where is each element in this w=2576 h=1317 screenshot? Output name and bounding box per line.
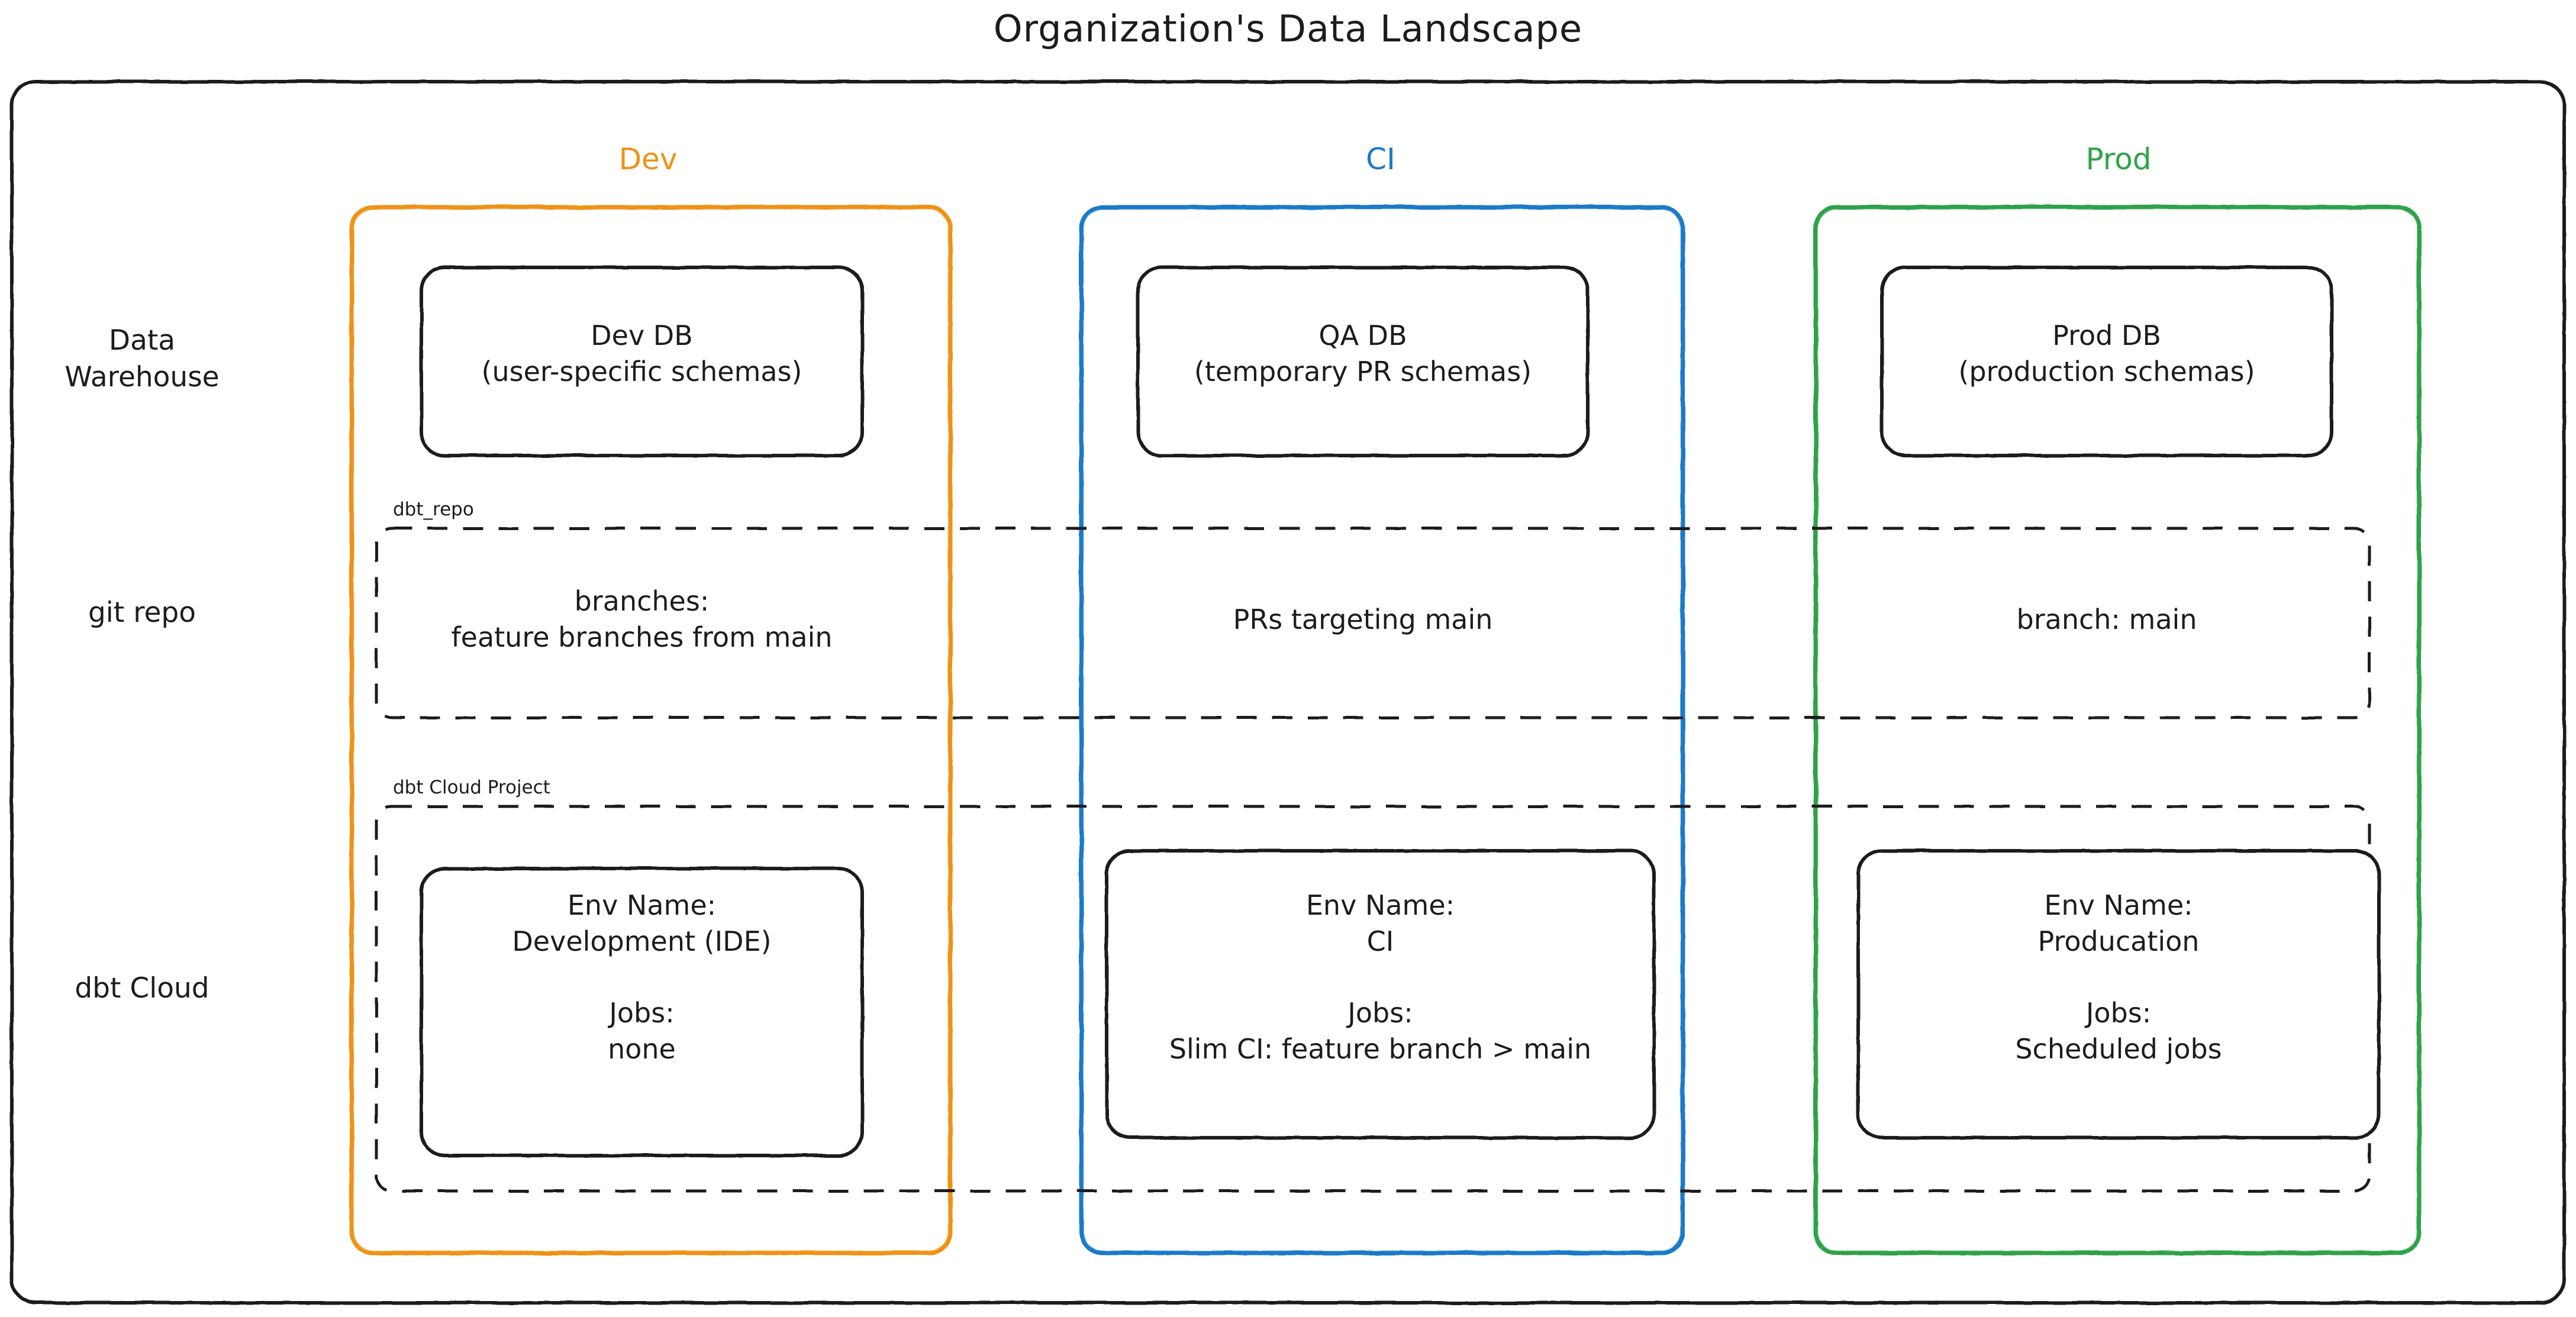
node-dev-git: branches: feature branches from main: [451, 585, 833, 653]
column-header-prod: Prod: [2085, 142, 2152, 176]
column-header-dev: Dev: [618, 142, 678, 176]
node-prod-db: Prod DB (production schemas): [1958, 319, 2255, 388]
node-ci-dbt-cloud: Env Name: CI Jobs: Slim CI: feature bran…: [1169, 889, 1592, 1065]
page-title: Organization's Data Landscape: [993, 7, 1583, 50]
node-qa-db: QA DB (temporary PR schemas): [1194, 319, 1532, 388]
row-label-data-warehouse: Data Warehouse: [65, 324, 220, 394]
row-label-git-repo: git repo: [88, 596, 196, 629]
column-header-ci: CI: [1366, 142, 1395, 176]
node-dev-dbt-cloud: Env Name: Development (IDE) Jobs: none: [512, 889, 772, 1065]
group-caption-dbt-cloud-project: dbt Cloud Project: [393, 777, 550, 798]
node-prod-dbt-cloud: Env Name: Producation Jobs: Scheduled jo…: [2015, 889, 2222, 1065]
row-label-dbt-cloud: dbt Cloud: [75, 972, 209, 1005]
node-dev-db: Dev DB (user-specific schemas): [481, 319, 802, 388]
outer-frame: [10, 80, 2566, 1305]
node-prod-git: branch: main: [2016, 603, 2197, 635]
group-caption-dbt-repo: dbt_repo: [393, 499, 474, 520]
node-ci-git: PRs targeting main: [1233, 603, 1493, 635]
